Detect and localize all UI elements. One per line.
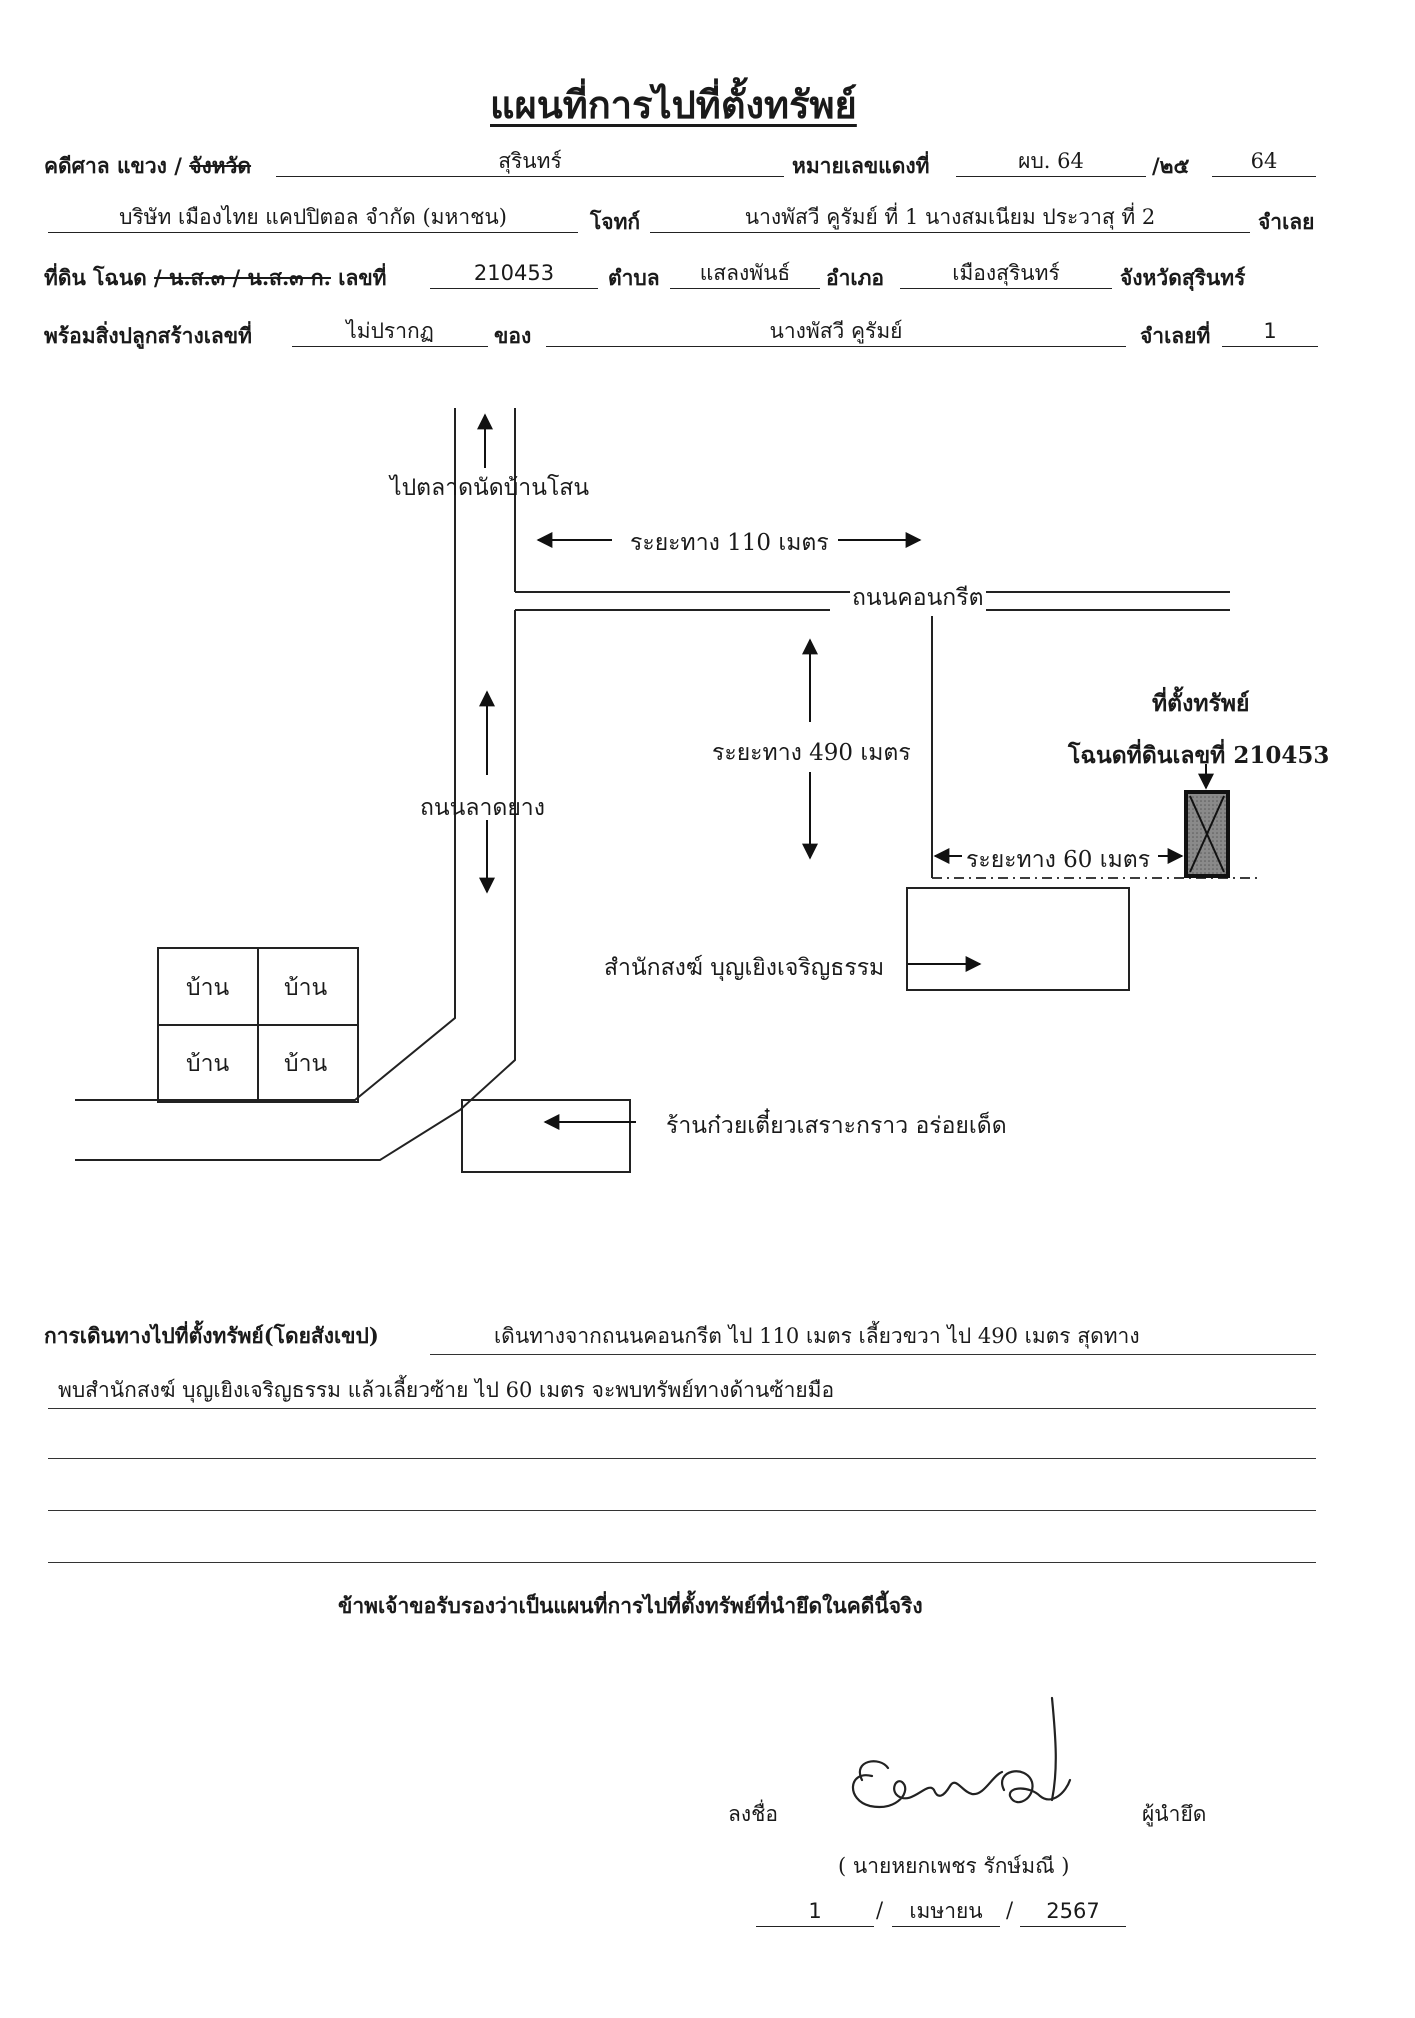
asphalt-road-label: ถนนลาดยาง [420, 795, 545, 821]
defendant-label: จำเลย [1258, 209, 1315, 234]
monastery-label: สำนักสงฆ์ บุญเยิงเจริญธรรม [604, 955, 885, 981]
date-year: 2567 [1020, 1896, 1126, 1927]
owner-label: ของ [494, 323, 532, 348]
property-location-label: ที่ตั้งทรัพย์ [1152, 690, 1250, 717]
land-struck-text: / น.ส.๓ / น.ส.๓ ก. [154, 265, 331, 290]
plaintiff-label: โจทก์ [590, 209, 641, 234]
distance-110-label: ระยะทาง 110 เมตร [630, 530, 829, 556]
house-label: บ้าน [284, 975, 328, 1001]
signer-name: ( นายหยกเพชร รักษ์มณี ) [838, 1854, 1070, 1878]
district-label: อำเภอ [826, 265, 885, 290]
house-label: บ้าน [186, 975, 230, 1001]
land-number-value: 210453 [430, 258, 598, 289]
land-label: ที่ดิน โฉนด / น.ส.๓ / น.ส.๓ ก. เลขที่ [44, 265, 387, 290]
directions-label: การเดินทางไปที่ตั้งทรัพย์(โดยสังเขป) [44, 1323, 379, 1348]
certification-text: ข้าพเจ้าขอรับรองว่าเป็นแผนที่การไปที่ตั้… [338, 1593, 923, 1618]
owner-value: นางพัสวี คูรัมย์ [546, 316, 1126, 347]
court-struck-text: จังหวัด [189, 153, 252, 178]
house-label: บ้าน [284, 1051, 328, 1077]
document-title: แผนที่การไปที่ตั้งทรัพย์ [490, 82, 857, 127]
subdistrict-value: แสลงพันธ์ [670, 258, 820, 289]
directions-rule-1 [430, 1354, 1316, 1355]
property-marker-icon [1184, 790, 1230, 878]
directions-rule-4 [48, 1510, 1316, 1511]
building-label: พร้อมสิ่งปลูกสร้างเลขที่ [44, 323, 252, 348]
noodle-shop-label: ร้านก๋วยเตี๋ยวเสราะกราว อร่อยเด็ด [666, 1113, 1007, 1139]
district-value: เมืองสุรินทร์ [900, 258, 1112, 289]
red-case-mid: /๒๕ [1152, 153, 1190, 178]
directions-rule-5 [48, 1562, 1316, 1563]
plaintiff-value: บริษัท เมืองไทย แคปปิตอล จำกัด (มหาชน) [48, 202, 578, 233]
defendants-value: นางพัสวี คูรัมย์ ที่ 1 นางสมเนียม ประวาส… [650, 202, 1250, 233]
red-case-prefix: ผบ. 64 [956, 146, 1146, 177]
sign-label: ลงชื่อ [728, 1802, 778, 1826]
directions-line-1: เดินทางจากถนนคอนกรีต ไป 110 เมตร เลี้ยวข… [494, 1324, 1140, 1348]
distance-60-label: ระยะทาง 60 เมตร [966, 847, 1151, 873]
date-separator-2: / [1006, 1898, 1014, 1922]
house-label: บ้าน [186, 1051, 230, 1077]
directions-rule-3 [48, 1458, 1316, 1459]
defendant-no-value: 1 [1222, 316, 1318, 347]
directions-line-2: พบสำนักสงฆ์ บุญเยิงเจริญธรรม แล้วเลี้ยวซ… [58, 1378, 835, 1402]
court-value: สุรินทร์ [276, 146, 784, 177]
court-label: คดีศาล แขวง / จังหวัด [44, 153, 252, 178]
to-market-label: ไปตลาดนัดบ้านโสน [390, 475, 590, 501]
defendant-no-label: จำเลยที่ [1140, 323, 1211, 348]
building-value: ไม่ปรากฏ [292, 316, 488, 347]
noodle-shop-building [461, 1099, 631, 1173]
asphalt-road-right-edge [75, 408, 516, 1161]
concrete-road-label: ถนนคอนกรีต [850, 580, 986, 616]
red-case-label: หมายเลขแดงที่ [792, 153, 930, 178]
signer-role: ผู้นำยึด [1142, 1802, 1207, 1826]
province-label: จังหวัดสุรินทร์ [1120, 265, 1246, 290]
date-month: เมษายน [892, 1896, 1000, 1927]
monastery-building [906, 887, 1130, 991]
directions-rule-2 [48, 1408, 1316, 1409]
date-separator-1: / [876, 1898, 884, 1922]
deed-label: โฉนดที่ดินเลขที่ 210453 [1068, 742, 1330, 769]
red-case-year: 64 [1212, 146, 1316, 177]
asphalt-road-left-edge [75, 408, 456, 1101]
distance-490-label: ระยะทาง 490 เมตร [712, 740, 911, 766]
subdistrict-label: ตำบล [608, 265, 660, 290]
date-day: 1 [756, 1896, 874, 1927]
